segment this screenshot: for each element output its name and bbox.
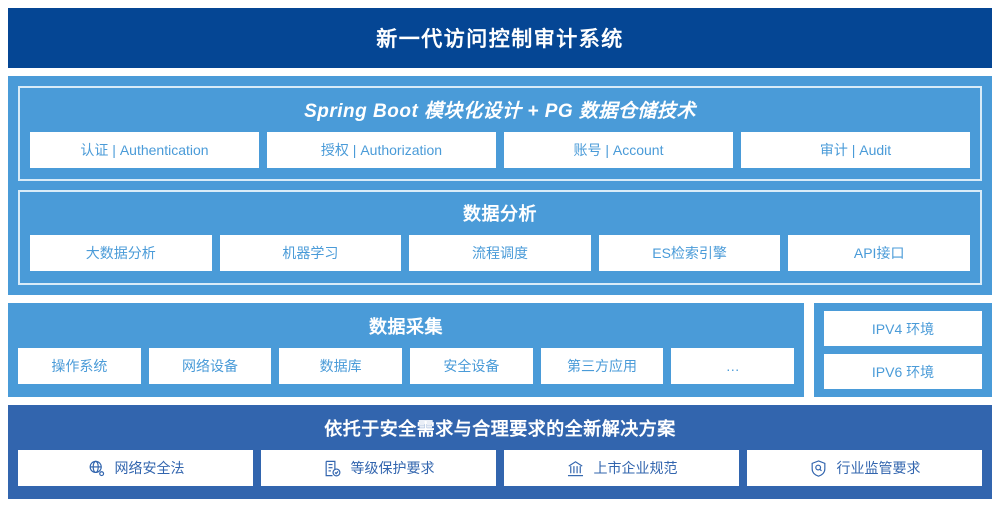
platform-chip[interactable]: 认证 | Authentication	[30, 131, 259, 168]
platform-chip[interactable]: 审计 | Audit	[741, 131, 970, 168]
collection-chip[interactable]: 数据库	[279, 348, 403, 384]
solution-chip-row: 网络安全法 等级保护要求	[18, 450, 982, 486]
solution-section: 依托于安全需求与合理要求的全新解决方案 网络安全法	[8, 405, 992, 499]
collection-chip[interactable]: 安全设备	[410, 348, 533, 384]
platform-section-title: Spring Boot 模块化设计 + PG 数据仓储技术	[304, 100, 696, 122]
collection-section: 数据采集 操作系统 网络设备 数据库 安全设备 第三方应用 …	[8, 303, 804, 397]
globe-network-icon	[87, 459, 106, 478]
solution-chip-label: 行业监管要求	[836, 460, 921, 476]
collection-chip[interactable]: 网络设备	[148, 348, 272, 384]
analysis-chip-row: 大数据分析 机器学习 流程调度 ES检索引擎 API接口	[30, 235, 970, 271]
solution-section-title: 依托于安全需求与合理要求的全新解决方案	[324, 419, 676, 439]
analysis-section: 数据分析 大数据分析 机器学习 流程调度 ES检索引擎 API接口	[18, 190, 982, 285]
collection-chip-more[interactable]: …	[671, 348, 795, 384]
solution-chip-network-security-law[interactable]: 网络安全法	[18, 450, 253, 486]
analysis-chip[interactable]: 大数据分析	[30, 235, 212, 271]
collection-chip[interactable]: 操作系统	[18, 348, 141, 384]
solution-chip-listed-company[interactable]: 上市企业规范	[504, 450, 739, 486]
platform-chip[interactable]: 授权 | Authorization	[267, 131, 496, 168]
page-header: 新一代访问控制审计系统	[8, 8, 992, 68]
analysis-chip[interactable]: 流程调度	[409, 235, 591, 271]
platform-chip-row: 认证 | Authentication 授权 | Authorization 账…	[30, 131, 970, 168]
solution-chip-industry-regulation[interactable]: 行业监管要求	[747, 450, 982, 486]
collection-row: 数据采集 操作系统 网络设备 数据库 安全设备 第三方应用 … IPV4 环境 …	[8, 303, 992, 397]
environment-chip-ipv4[interactable]: IPV4 环境	[824, 311, 982, 346]
bank-building-icon	[566, 459, 585, 478]
collection-chip[interactable]: 第三方应用	[540, 348, 664, 384]
platform-chip[interactable]: 账号 | Account	[504, 131, 733, 168]
analysis-chip[interactable]: ES检索引擎	[598, 235, 781, 271]
solution-chip-label: 上市企业规范	[593, 460, 678, 476]
page-title: 新一代访问控制审计系统	[376, 28, 624, 51]
environment-section: IPV4 环境 IPV6 环境	[814, 303, 992, 397]
shield-search-icon	[809, 459, 828, 478]
platform-section: Spring Boot 模块化设计 + PG 数据仓储技术 认证 | Authe…	[18, 86, 982, 181]
analysis-chip[interactable]: API接口	[788, 235, 970, 271]
solution-chip-label: 网络安全法	[114, 460, 185, 476]
document-check-icon	[323, 459, 342, 478]
analysis-section-title: 数据分析	[463, 204, 537, 224]
environment-chip-ipv6[interactable]: IPV6 环境	[824, 354, 982, 389]
collection-section-title: 数据采集	[369, 317, 443, 337]
architecture-stack-panel: Spring Boot 模块化设计 + PG 数据仓储技术 认证 | Authe…	[8, 76, 992, 295]
collection-chip-row: 操作系统 网络设备 数据库 安全设备 第三方应用 …	[18, 348, 795, 384]
analysis-chip[interactable]: 机器学习	[219, 235, 402, 271]
solution-chip-classified-protection[interactable]: 等级保护要求	[261, 450, 496, 486]
solution-chip-label: 等级保护要求	[350, 460, 435, 476]
